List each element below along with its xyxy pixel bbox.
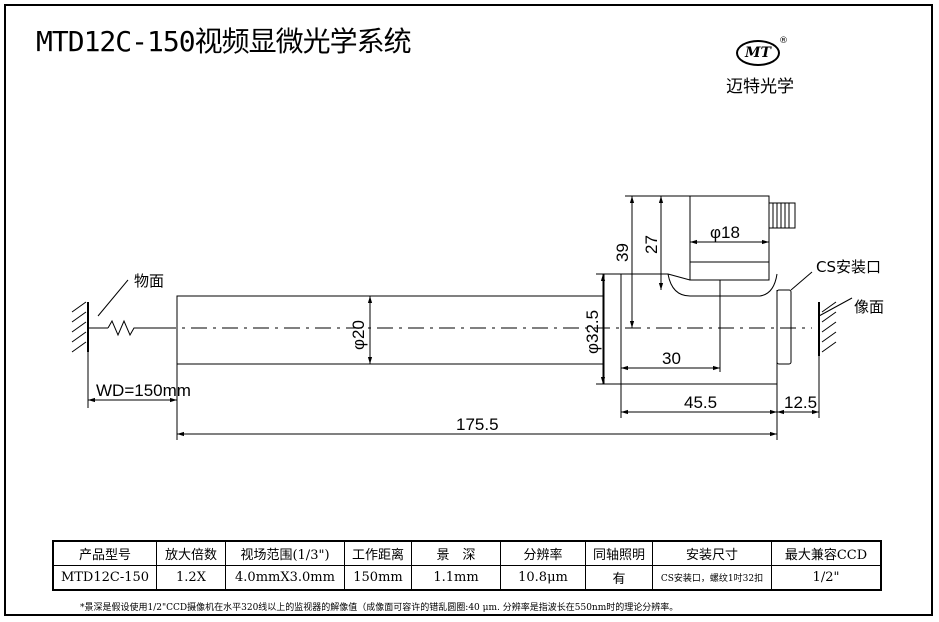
object-plane xyxy=(71,279,160,353)
spec-data-row: MTD12C-150 1.2X 4.0mmX3.0mm 150mm 1.1mm … xyxy=(52,565,882,591)
header-cell: 产品型号 xyxy=(52,540,157,566)
length-30-label: 30 xyxy=(662,349,681,368)
footnote: *景深是假设使用1/2"CCD摄像机在水平320线以上的监视器的解像值（成像面可… xyxy=(80,603,679,613)
data-cell: 1.2X xyxy=(156,565,226,591)
header-cell: 放大倍数 xyxy=(156,540,226,566)
header-cell: 最大兼容CCD xyxy=(771,540,882,566)
data-cell: 1/2" xyxy=(771,565,882,591)
working-distance-label: WD=150mm xyxy=(96,381,191,400)
object-plane-label: 物面 xyxy=(134,272,164,290)
length-45-5-label: 45.5 xyxy=(684,393,717,412)
data-cell: CS安装口，螺纹1吋32扣 xyxy=(652,565,772,591)
cs-mount-label: CS安装口 xyxy=(816,258,881,276)
spec-table: 产品型号 放大倍数 视场范围(1/3") 工作距离 景 深 分辨率 同轴照明 安… xyxy=(52,540,882,591)
body-diameter-label: φ32.5 xyxy=(583,310,602,354)
data-cell: MTD12C-150 xyxy=(52,565,157,591)
data-cell: 10.8μm xyxy=(500,565,586,591)
tube-diameter-label: φ20 xyxy=(349,320,368,350)
image-plane xyxy=(818,297,853,356)
data-cell: 1.1mm xyxy=(411,565,501,591)
header-cell: 安装尺寸 xyxy=(652,540,772,566)
data-cell: 4.0mmX3.0mm xyxy=(225,565,345,591)
spec-header-row: 产品型号 放大倍数 视场范围(1/3") 工作距离 景 深 分辨率 同轴照明 安… xyxy=(52,540,882,566)
drawing-frame xyxy=(4,4,933,616)
registered-mark: ® xyxy=(779,36,788,46)
image-plane-label: 像面 xyxy=(854,298,884,316)
header-cell: 景 深 xyxy=(411,540,501,566)
header-cell: 视场范围(1/3") xyxy=(225,540,345,566)
data-cell: 150mm xyxy=(344,565,412,591)
header-cell: 工作距离 xyxy=(344,540,412,566)
front-tube xyxy=(176,295,605,365)
header-cell: 分辨率 xyxy=(500,540,586,566)
length-175-5-label: 175.5 xyxy=(456,415,499,434)
company-name: 迈特光学 xyxy=(726,77,794,97)
body-flange xyxy=(603,273,622,385)
height-27-label: 27 xyxy=(642,235,661,254)
knob-diameter-label: φ18 xyxy=(710,223,740,242)
length-12-5-label: 12.5 xyxy=(784,393,817,412)
height-39-label: 39 xyxy=(613,243,632,262)
company-logo: MT ® 迈特光学 xyxy=(726,36,810,106)
logo-mark: MT xyxy=(736,40,780,66)
coaxial-housing xyxy=(667,195,796,297)
header-cell: 同轴照明 xyxy=(585,540,653,566)
cs-mount xyxy=(776,289,792,365)
page-title: MTD12C-150视频显微光学系统 xyxy=(36,25,412,58)
data-cell: 有 xyxy=(585,565,653,591)
